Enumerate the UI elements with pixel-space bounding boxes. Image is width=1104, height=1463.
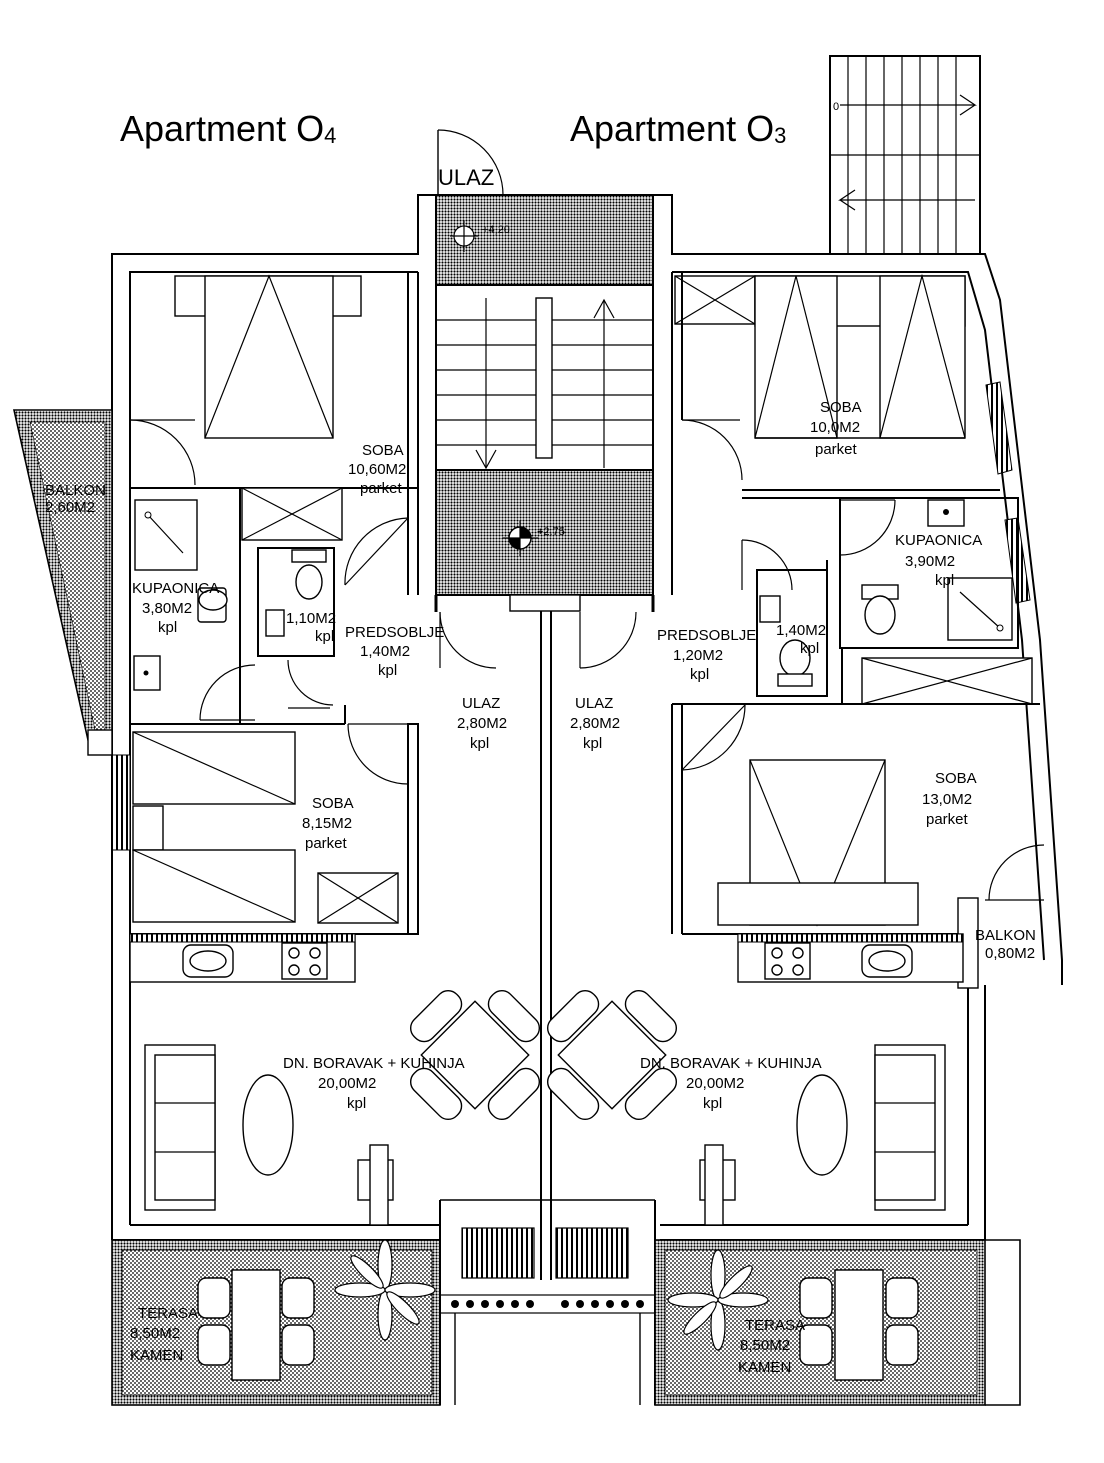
right-terasa-name: TERASA — [745, 1317, 805, 1334]
left-soba1-floor: parket — [360, 480, 403, 497]
left-soba1-name: SOBA — [362, 442, 404, 459]
level-top: +4,20 — [482, 224, 510, 236]
left-predsoblje-area: 1,40M2 — [360, 643, 410, 660]
left-kupaonica-floor: kpl — [158, 619, 177, 636]
right-terasa-floor: KAMEN — [738, 1359, 791, 1376]
exterior-stair: 0 — [829, 55, 981, 255]
right-soba2-area: 13,0M2 — [922, 791, 972, 808]
left-ulaz-name: ULAZ — [462, 695, 500, 712]
left-boravak-name: DN. BORAVAK + KUHINJA — [283, 1055, 465, 1072]
right-predsoblje-floor: kpl — [690, 666, 709, 683]
right-balkon-area: 0,80M2 — [985, 945, 1035, 962]
left-boravak-area: 20,00M2 — [318, 1075, 376, 1092]
right-kupaonica-floor: kpl — [935, 572, 954, 589]
left-predsoblje-floor: kpl — [378, 662, 397, 679]
right-kupaonica-area: 3,90M2 — [905, 553, 955, 570]
right-apartment: SOBA 10,0M2 parket KUPAONICA 3,90M2 kpl … — [546, 272, 1045, 1406]
left-terasa-area: 8,50M2 — [130, 1325, 180, 1342]
left-wc-area: 1,10M2 — [286, 610, 336, 627]
left-apartment: BALKON 2,60M2 SOBA 10,60M2 parket KUPAON… — [13, 272, 541, 1406]
right-terrace-plant — [667, 1249, 769, 1351]
left-ulaz-floor: kpl — [470, 735, 489, 752]
right-soba2-floor: parket — [926, 811, 969, 828]
left-soba2-floor: parket — [305, 835, 348, 852]
left-dining-table — [409, 989, 541, 1121]
right-boravak-floor: kpl — [703, 1095, 722, 1112]
stair-level-mark: 0 — [833, 101, 839, 113]
right-ulaz-name: ULAZ — [575, 695, 613, 712]
right-wc-floor: kpl — [800, 640, 819, 657]
right-terasa-area: 8,50M2 — [740, 1337, 790, 1354]
left-wc-floor: kpl — [315, 628, 334, 645]
level-mid: +2,75 — [537, 526, 565, 538]
right-predsoblje-area: 1,20M2 — [673, 647, 723, 664]
right-predsoblje-name: PREDSOBLJE — [657, 627, 756, 644]
left-terasa-floor: KAMEN — [130, 1347, 183, 1364]
right-kupaonica-name: KUPAONICA — [895, 532, 982, 549]
title-apartment-o3: Apartment O3 — [570, 108, 786, 149]
left-soba1-area: 10,60M2 — [348, 461, 406, 478]
left-soba2-name: SOBA — [312, 795, 354, 812]
right-soba1-floor: parket — [815, 441, 858, 458]
right-soba1-area: 10,0M2 — [810, 419, 860, 436]
left-kupaonica-name: KUPAONICA — [132, 580, 219, 597]
left-balkon-area: 2,60M2 — [45, 499, 95, 516]
stairwell: +4,20 +2,75 — [435, 194, 654, 596]
corridor-walls — [434, 594, 655, 1280]
right-ulaz-area: 2,80M2 — [570, 715, 620, 732]
left-soba2-area: 8,15M2 — [302, 815, 352, 832]
right-dining-table — [546, 989, 678, 1121]
right-boravak-name: DN. BORAVAK + KUHINJA — [640, 1055, 822, 1072]
title-apartment-o4: Apartment O4 — [120, 108, 336, 149]
left-predsoblje-name: PREDSOBLJE — [345, 624, 444, 641]
left-kupaonica-area: 3,80M2 — [142, 600, 192, 617]
left-terrace-plant — [334, 1239, 436, 1341]
right-boravak-area: 20,00M2 — [686, 1075, 744, 1092]
main-entrance-door: ULAZ — [437, 129, 504, 196]
right-soba1-name: SOBA — [820, 399, 862, 416]
right-balkon-name: BALKON — [975, 927, 1036, 944]
left-ulaz-area: 2,80M2 — [457, 715, 507, 732]
right-soba2-name: SOBA — [935, 770, 977, 787]
left-boravak-floor: kpl — [347, 1095, 366, 1112]
left-terasa-name: TERASA — [138, 1305, 198, 1322]
entrance-label: ULAZ — [438, 165, 494, 190]
left-balkon-name: BALKON — [45, 482, 106, 499]
right-ulaz-floor: kpl — [583, 735, 602, 752]
right-wc-area: 1,40M2 — [776, 622, 826, 639]
entrance-steps — [439, 1199, 656, 1405]
